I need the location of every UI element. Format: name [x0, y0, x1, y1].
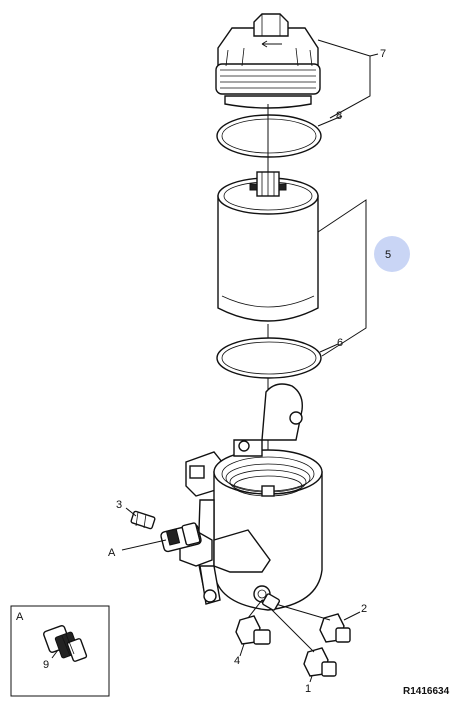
callout-7: 7	[380, 48, 386, 60]
fitting-part-3	[130, 510, 156, 530]
callout-2: 2	[361, 603, 367, 615]
callout-5-highlight	[374, 236, 410, 272]
inset-view-a: A 9	[10, 605, 110, 697]
reference-code: R1416634	[403, 686, 450, 697]
inset-a-label: A	[16, 611, 24, 623]
view-a-label: A	[108, 547, 116, 559]
upper-o-ring	[216, 114, 322, 158]
leader-1	[309, 675, 313, 683]
leader-9	[51, 649, 59, 659]
port-seal	[261, 593, 281, 611]
callout-6: 6	[337, 337, 343, 349]
leader-4	[239, 643, 245, 657]
leader-8	[317, 115, 343, 127]
callout-9: 9	[43, 659, 49, 671]
fitting-part-2	[319, 613, 351, 643]
leader-5-6-bracket	[317, 199, 367, 357]
leader-2	[343, 611, 361, 621]
leader-7-8-bracket	[317, 39, 371, 119]
leader-a	[121, 539, 167, 551]
callout-8: 8	[336, 110, 342, 122]
inset-sensor-part-9	[43, 625, 88, 662]
leader-6	[319, 343, 339, 353]
leader-part-4-axis	[247, 599, 263, 619]
filter-cap	[215, 13, 321, 109]
callout-5: 5	[385, 249, 391, 261]
leader-7	[369, 53, 379, 57]
callout-3: 3	[116, 499, 122, 511]
leader-3	[125, 507, 137, 517]
callout-1: 1	[305, 683, 311, 695]
lower-o-ring	[216, 337, 322, 379]
sensor-view-a	[160, 522, 202, 553]
fitting-part-4	[235, 615, 271, 645]
filter-housing	[179, 383, 323, 611]
filter-element	[217, 171, 319, 322]
callout-4: 4	[234, 655, 240, 667]
fitting-part-1	[303, 647, 337, 677]
